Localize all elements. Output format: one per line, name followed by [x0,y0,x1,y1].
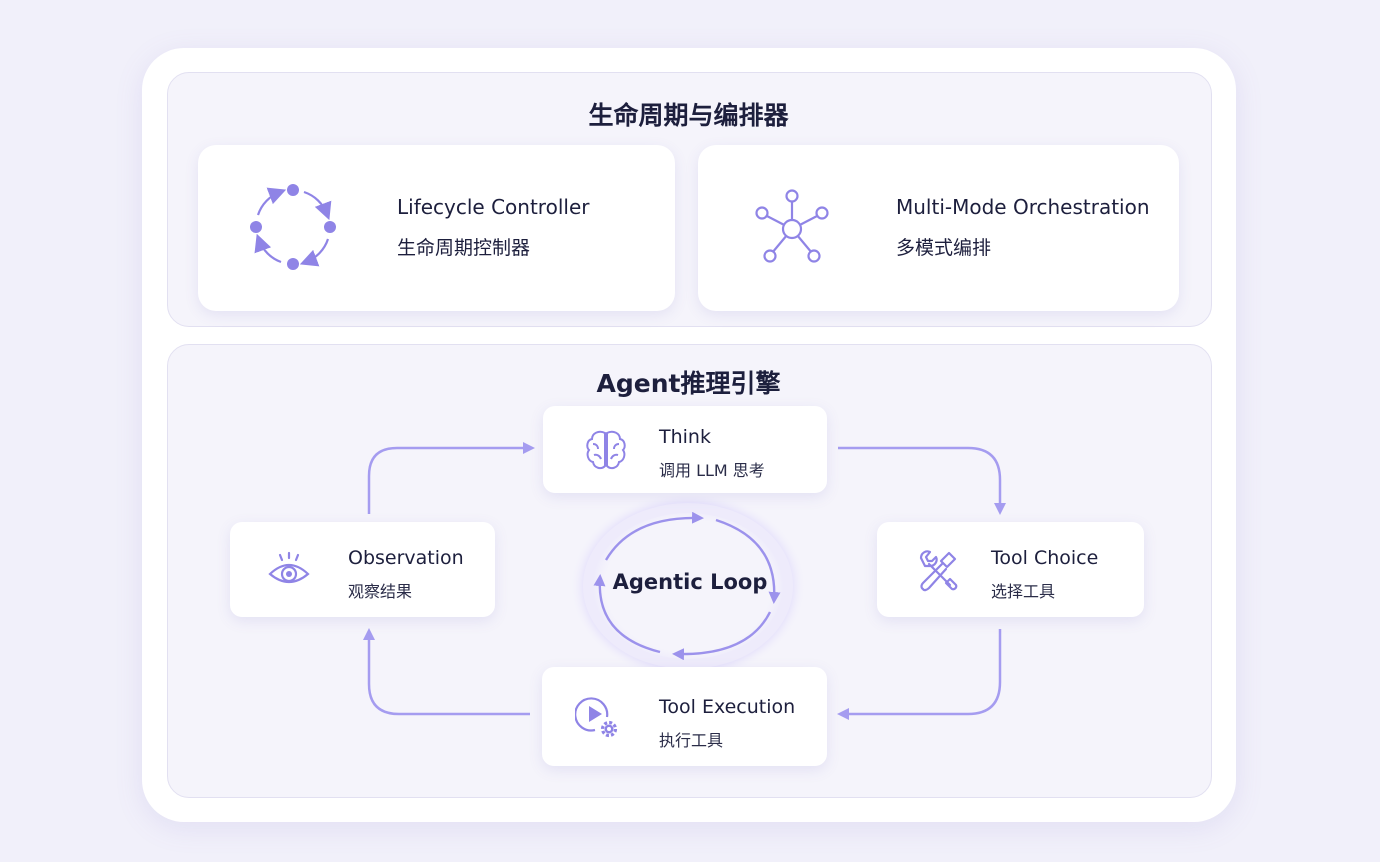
think-node: Think 调用 LLM 思考 [543,406,827,493]
think-subtitle: 调用 LLM 思考 [659,461,765,480]
tool-execution-title: Tool Execution [659,696,796,718]
lifecycle-controller-title: Lifecycle Controller [397,195,590,219]
multi-mode-orchestration-title: Multi-Mode Orchestration [896,195,1150,219]
arrow-observation-to-think [367,442,535,514]
tool-choice-subtitle: 选择工具 [991,582,1056,601]
agentic-loop-glow [570,492,806,680]
loop-arc-bottom [672,611,772,661]
tools-icon [919,550,958,592]
brain-icon [586,430,626,470]
agent-engine-section-title: Agent推理引擎 [596,369,781,398]
lifecycle-controller-subtitle: 生命周期控制器 [397,237,531,259]
arrow-tool-choice-to-tool-execution [837,629,1002,720]
observation-subtitle: 观察结果 [348,582,413,601]
arrow-think-to-tool-choice [838,446,1006,515]
loop-arc-top [604,511,704,561]
tool-execution-node: Tool Execution 执行工具 [542,667,827,766]
observation-node: Observation 观察结果 [230,522,495,617]
observation-title: Observation [348,547,464,569]
arrow-tool-execution-to-observation [363,628,530,716]
eye-icon [268,551,310,584]
play-gear-icon [575,697,618,738]
tool-choice-node: Tool Choice 选择工具 [877,522,1144,617]
agentic-loop-ring [583,503,793,669]
cycle-icon [250,184,336,270]
multi-mode-orchestration-subtitle: 多模式编排 [896,237,992,259]
think-title: Think [659,426,711,448]
loop-arc-left [593,574,661,654]
tool-choice-title: Tool Choice [991,547,1099,569]
network-hub-icon [755,189,829,263]
loop-arc-right [715,518,781,604]
lifecycle-controller-card: Lifecycle Controller 生命周期控制器 [198,145,675,311]
multi-mode-orchestration-card: Multi-Mode Orchestration 多模式编排 [698,145,1179,311]
tool-execution-subtitle: 执行工具 [659,731,724,750]
agentic-loop-label: Agentic Loop [612,570,768,594]
lifecycle-section-title: 生命周期与编排器 [588,101,789,130]
